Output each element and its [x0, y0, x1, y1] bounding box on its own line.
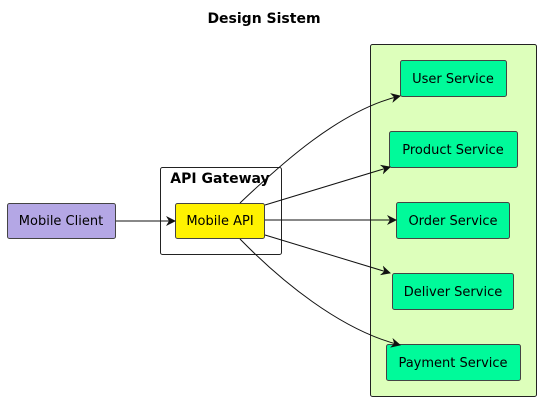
mobile-client-node: [7, 203, 116, 239]
edge-api-to-payment-service: [239, 238, 401, 348]
product-service-label: Product Service: [402, 143, 504, 158]
payment-service-node: [386, 344, 521, 381]
deliver-service-label: Deliver Service: [404, 285, 502, 300]
mobile-api-label: Mobile API: [186, 214, 253, 229]
payment-service-label: Payment Service: [398, 356, 507, 371]
mobile-client-label: Mobile Client: [19, 214, 103, 229]
edge-api-to-deliver-service: [264, 234, 391, 276]
edge-api-to-user-service: [239, 93, 401, 204]
user-service-node: [400, 60, 507, 97]
deliver-service-node: [392, 273, 514, 310]
product-service-node: [389, 131, 518, 168]
edge-api-to-product-service: [264, 164, 391, 206]
user-service-label: User Service: [412, 72, 494, 87]
order-service-label: Order Service: [408, 214, 497, 229]
api-gateway-label: API Gateway: [170, 171, 269, 187]
diagram-title: Design Sistem: [207, 11, 320, 27]
